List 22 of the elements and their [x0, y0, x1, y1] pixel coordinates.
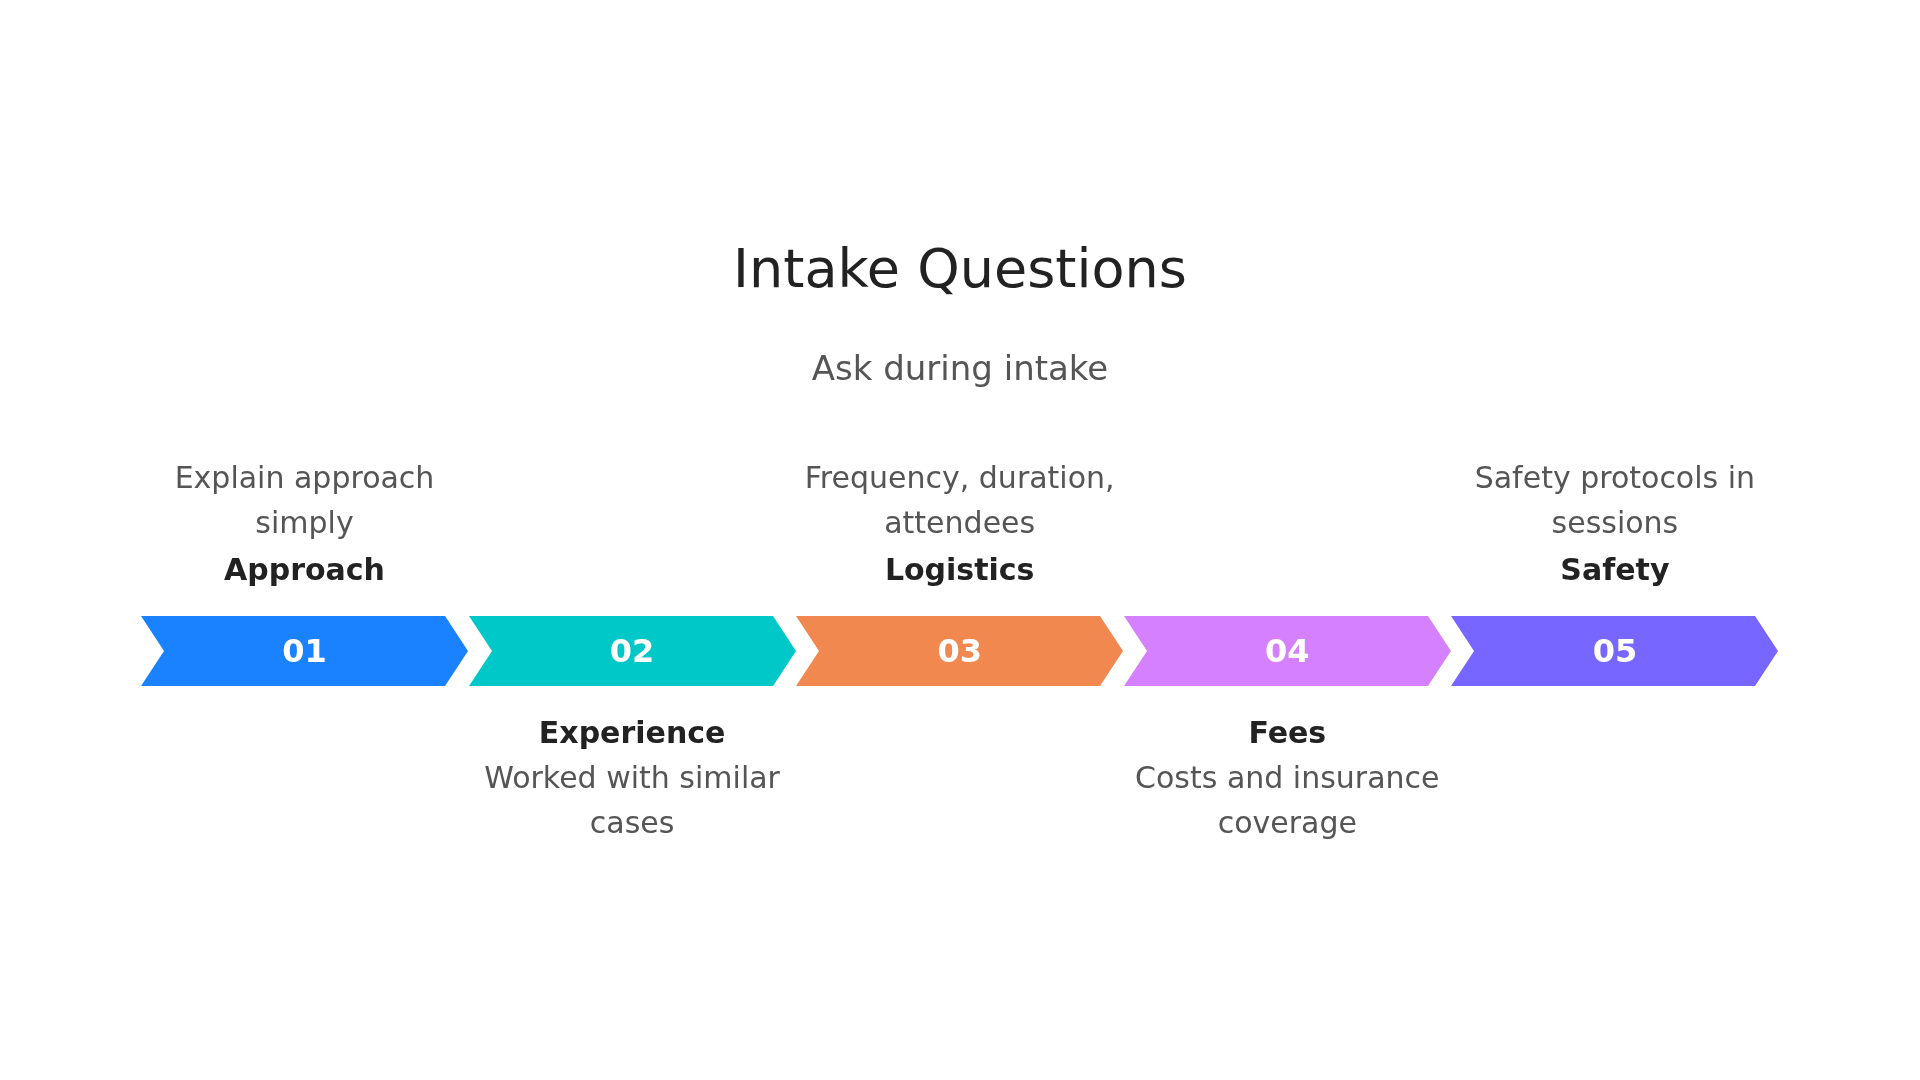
- chevron-step: [796, 616, 1124, 686]
- step-description: Frequency, duration, attendees: [803, 459, 1116, 542]
- step-description: Costs and insurance coverage: [1134, 759, 1441, 842]
- step-description: Explain approach simply: [173, 459, 436, 542]
- diagram-title: Intake Questions: [732, 237, 1188, 301]
- chevron-step: [1451, 616, 1779, 686]
- step-number: 02: [609, 632, 655, 670]
- step-title: Safety: [1559, 551, 1671, 589]
- chevron-step: [1123, 616, 1451, 686]
- step-number: 04: [1265, 632, 1310, 670]
- step-title: Logistics: [883, 551, 1036, 589]
- chevron-step: [468, 616, 796, 686]
- step-description: Worked with similar cases: [483, 759, 781, 842]
- step-title: Experience: [537, 714, 727, 752]
- step-title: Fees: [1247, 714, 1328, 752]
- step-description: Safety protocols in sessions: [1473, 459, 1757, 542]
- step-number: 05: [1592, 632, 1638, 670]
- step-title: Approach: [223, 551, 386, 589]
- diagram-subtitle: Ask during intake: [810, 347, 1110, 390]
- step-number: 03: [937, 632, 982, 670]
- step-number: 01: [282, 632, 327, 670]
- chevron-step: [141, 616, 468, 686]
